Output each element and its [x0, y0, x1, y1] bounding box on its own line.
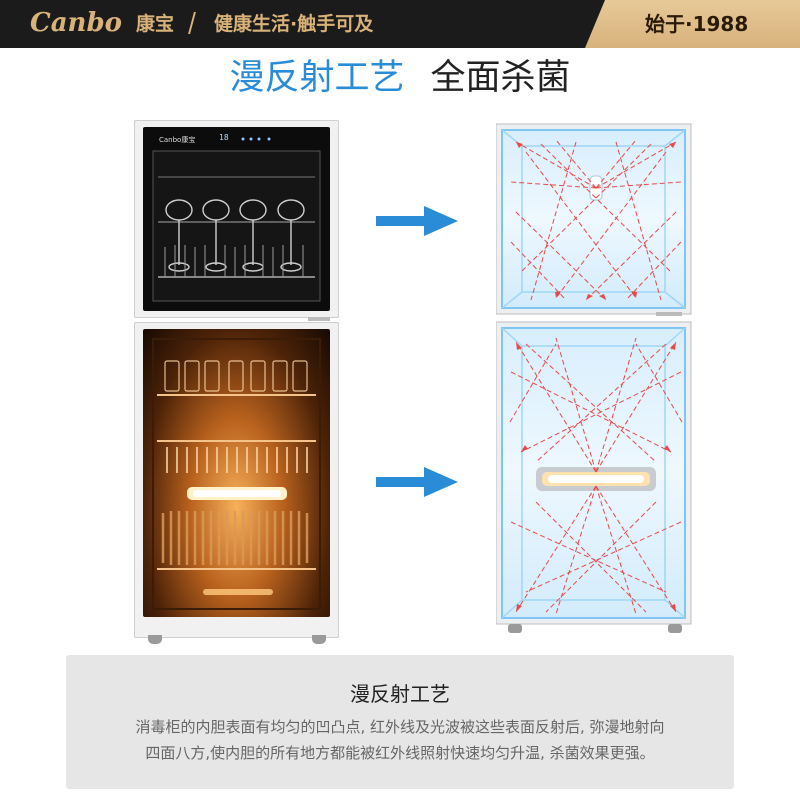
page-heading: 漫反射工艺全面杀菌	[0, 56, 800, 100]
upper-rack-contents	[152, 137, 321, 302]
lower-compartment	[134, 322, 339, 638]
heading-technique: 漫反射工艺	[229, 58, 405, 98]
brand-logo: Canbo	[30, 8, 122, 38]
door-handle[interactable]	[308, 317, 330, 321]
upper-glass-door: Canbo康宝 18	[143, 127, 330, 311]
info-title: 漫反射工艺	[350, 682, 450, 706]
control-display: 18	[219, 133, 229, 142]
lower-rack-contents	[152, 338, 321, 610]
bar-divider	[188, 12, 196, 34]
arrow-right-icon	[376, 206, 458, 236]
door-logo: Canbo康宝	[159, 136, 196, 144]
diffuse-reflection-rays	[495, 123, 692, 633]
since-ribbon	[585, 0, 800, 48]
lower-glass-door	[143, 329, 330, 617]
arrow-right-icon	[376, 467, 458, 497]
brand-name-cn: 康宝	[136, 13, 175, 35]
cabinet-foot-right	[312, 635, 326, 644]
upper-compartment: Canbo康宝 18	[134, 120, 339, 321]
info-line-2: 四面八方,使内胆的所有地方都能被红外线照射快速均匀升温, 杀菌效果更强。	[145, 744, 655, 762]
brand-bar: Canbo 康宝 健康生活·触手可及 始于·1988	[0, 0, 800, 48]
heading-benefit: 全面杀菌	[430, 58, 571, 98]
brand-tagline: 健康生活·触手可及	[214, 13, 374, 35]
since-year: 始于·1988	[645, 12, 749, 36]
info-line-1: 消毒柜的内胆表面有均匀的凹凸点, 红外线及光波被这些表面反射后, 弥漫地射向	[135, 718, 665, 736]
cabinet-foot-left	[148, 635, 162, 644]
cabinet-photo: Canbo康宝 18	[134, 120, 339, 645]
reflection-diagram	[495, 122, 696, 640]
info-panel: 漫反射工艺 消毒柜的内胆表面有均匀的凹凸点, 红外线及光波被这些表面反射后, 弥…	[66, 655, 734, 789]
